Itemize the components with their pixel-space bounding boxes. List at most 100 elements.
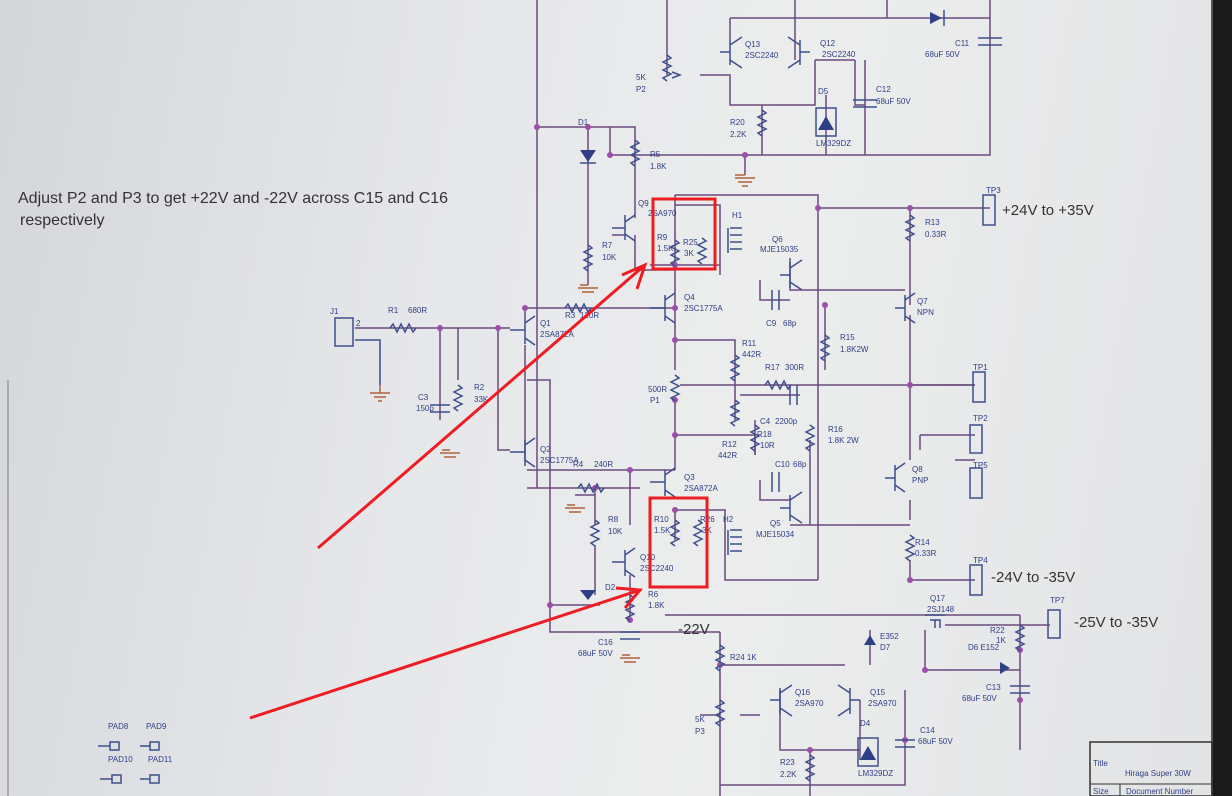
r4-symbol [577, 482, 605, 494]
r8-symbol [589, 519, 601, 547]
r15-value: 1.8K2W [840, 345, 869, 354]
c9-value: 68p [783, 319, 797, 328]
r13-value: 0.33R [925, 230, 947, 239]
c3-value: 150p [416, 404, 434, 413]
c14-label: C14 [920, 726, 935, 735]
docnum-field-label: Document Number [1126, 787, 1193, 796]
r14-label: R14 [915, 538, 930, 547]
c14-value: 68uF 50V [918, 737, 953, 746]
c13-symbol [1010, 685, 1030, 694]
arrow-head-bottom-icon [615, 586, 643, 609]
r8-label: R8 [608, 515, 619, 524]
r16-symbol [804, 424, 816, 452]
r8-value: 10K [608, 527, 623, 536]
tp1-symbol [972, 371, 986, 403]
q4-label: Q4 [684, 293, 695, 302]
r17-symbol [764, 379, 792, 391]
q13-value: 2SC2240 [745, 51, 779, 60]
c12-symbol [853, 99, 877, 108]
q6-value: MJE15035 [760, 245, 799, 254]
tp4-symbol [969, 564, 983, 596]
r23-symbol [804, 754, 816, 782]
r15-label: R15 [840, 333, 855, 342]
c4-label: C4 [760, 417, 771, 426]
r14-symbol [904, 534, 916, 562]
rail-label-negative-2: -25V to -35V [1074, 614, 1158, 631]
pads [98, 741, 160, 784]
title-field-value: Hiraga Super 30W [1125, 769, 1191, 778]
r14-value: 0.33R [915, 549, 937, 558]
d2-label: D2 [605, 583, 616, 592]
r2-value: 33K [474, 395, 489, 404]
rail-label-minus22: -22V [678, 621, 710, 638]
p1-symbol [669, 374, 681, 402]
q5-label: Q5 [770, 519, 781, 528]
p2-symbol [661, 54, 673, 82]
d7-symbol [864, 635, 876, 645]
c12-label: C12 [876, 85, 891, 94]
c10-symbol [771, 472, 780, 492]
r26-symbol [692, 519, 704, 547]
arrow-line-bottom [249, 588, 641, 720]
p1-label: P1 [650, 396, 660, 405]
size-field-label: Size [1093, 787, 1109, 796]
r16-label: R16 [828, 425, 843, 434]
d6-symbol [1000, 662, 1010, 674]
r25-label: R25 [683, 238, 698, 247]
r13-label: R13 [925, 218, 940, 227]
q15-value: 2SA970 [868, 699, 897, 708]
q13-label: Q13 [745, 40, 761, 49]
r1-value: 680R [408, 306, 427, 315]
p3-symbol [714, 699, 726, 727]
highlight-box-bottom [648, 496, 709, 589]
j1-symbol [334, 317, 354, 347]
r23-value: 2.2K [780, 770, 797, 779]
red-annotations [249, 197, 717, 720]
r4-value: 240R [594, 460, 613, 469]
ground-symbol [440, 449, 460, 458]
ground-symbol [370, 385, 390, 402]
d1-label: D1 [578, 118, 589, 127]
tp2-symbol [969, 424, 983, 454]
d4-symbol [857, 737, 879, 767]
r20-symbol [756, 109, 768, 137]
ground-symbol [578, 284, 598, 293]
r3-symbol [564, 302, 592, 314]
ground-symbol [565, 504, 585, 513]
r16-value: 1.8K 2W [828, 436, 859, 445]
c3-symbol [430, 404, 450, 413]
r24-label: R24 1K [730, 653, 757, 662]
q17-label: Q17 [930, 594, 946, 603]
arrow-head-top-icon [621, 262, 648, 290]
c13-label: C13 [986, 683, 1001, 692]
tp3-label: TP3 [986, 186, 1001, 195]
p1-value: 500R [648, 385, 667, 394]
r22-label: R22 [990, 626, 1005, 635]
h1-symbol [727, 227, 742, 253]
pad10-label: PAD10 [108, 755, 133, 764]
j1-label: J1 [330, 307, 339, 316]
title-field-label: Title [1093, 759, 1108, 768]
r3-value: 120R [580, 311, 599, 320]
r22-value: 1K [996, 636, 1006, 645]
d5-label: D5 [818, 87, 829, 96]
q9-label: Q9 [638, 199, 649, 208]
r7-symbol [582, 244, 594, 272]
r25-value: 3K [684, 249, 694, 258]
r18-symbol [749, 424, 761, 452]
ground-symbol [735, 174, 755, 187]
d7-label: E352 [880, 632, 899, 641]
p2-label: P2 [636, 85, 646, 94]
q2-value: 2SC1775A [540, 456, 579, 465]
r5-symbol [629, 139, 641, 167]
r12-label: R12 [722, 440, 737, 449]
r9-symbol [669, 239, 681, 267]
q16-label: Q16 [795, 688, 811, 697]
c11-label: C11 [955, 39, 970, 48]
r7-value: 10K [602, 253, 617, 262]
r12-value: 442R [718, 451, 737, 460]
c9-label: C9 [766, 319, 777, 328]
r25-symbol [696, 237, 708, 265]
h1-label: H1 [732, 211, 743, 220]
